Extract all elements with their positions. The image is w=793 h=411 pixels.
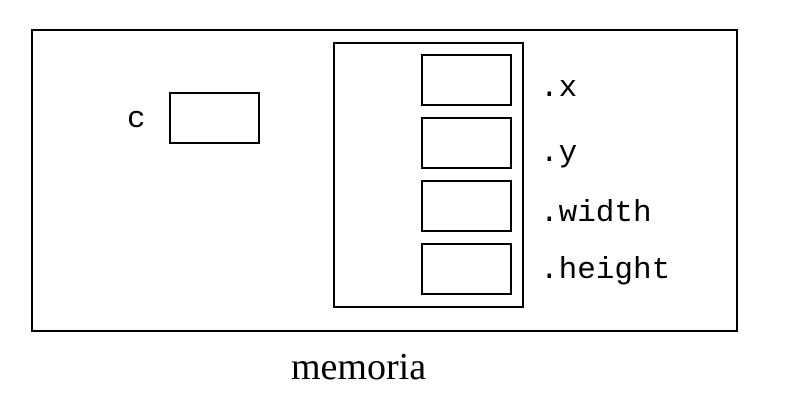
field-cell-width [421, 180, 512, 232]
field-cell-x [421, 54, 512, 106]
field-cell-y [421, 117, 512, 169]
field-label-x: .x [540, 71, 578, 106]
variable-c-cell [169, 92, 260, 144]
variable-c-label: c [127, 102, 146, 137]
field-label-width: .width [540, 196, 652, 231]
memory-region-box [31, 29, 738, 332]
field-label-y: .y [540, 136, 578, 171]
field-label-height: .height [540, 253, 671, 288]
diagram-caption: memoria [291, 346, 427, 388]
field-cell-height [421, 243, 512, 295]
struct-container-box [333, 42, 524, 308]
